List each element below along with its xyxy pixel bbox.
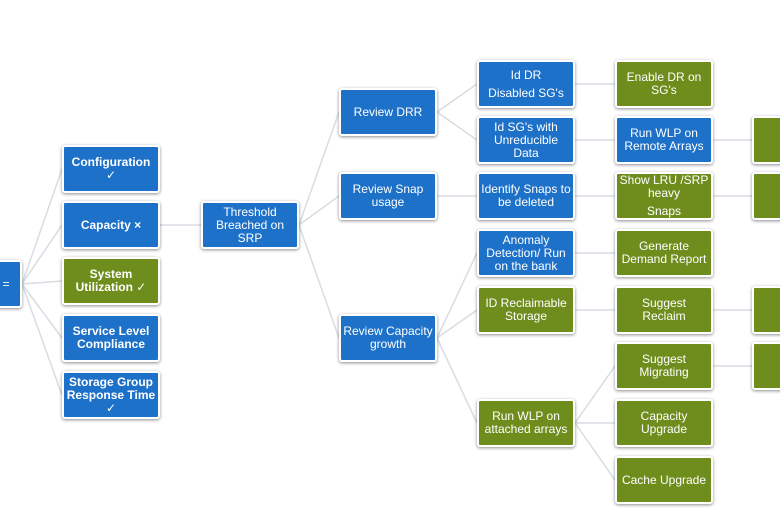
node-configuration[interactable]: Configuration✓ (62, 145, 160, 193)
connector-review-drr-to-id-dr-disabled (436, 83, 478, 113)
node-label: Service Level (72, 324, 150, 338)
node-review-drr[interactable]: Review DRR (339, 88, 437, 136)
node-label: Suggest (641, 296, 687, 310)
node-capacity[interactable]: Capacity × (62, 201, 160, 249)
connector-root-to-configuration (21, 168, 63, 285)
node-label: Snaps (646, 204, 682, 218)
node-label: Generate (638, 239, 690, 253)
node-id-dr-disabled[interactable]: Id DR Disabled SG's (477, 60, 575, 108)
node-label: usage (371, 195, 405, 209)
connector-root-to-system-utilization (21, 280, 63, 285)
node-partial-migrating[interactable]: SM (752, 342, 780, 390)
node-label: Anomaly (502, 232, 550, 247)
node-label: Reclaim (642, 309, 686, 323)
node-label: Run WLP on (630, 126, 698, 140)
node-label: Id SG's with (494, 119, 558, 134)
node-label: attached arrays (484, 422, 568, 436)
node-label: Review Snap (352, 182, 424, 196)
node-partial-reclaim[interactable]: A (752, 286, 780, 334)
node-label: growth (369, 337, 407, 351)
node-label: be deleted (497, 195, 555, 209)
connector-review-capacity-growth-to-anomaly-detection (436, 252, 478, 339)
node-label: ✓ (105, 400, 117, 415)
node-label: System (89, 267, 133, 281)
node-label: Suggest (641, 352, 687, 366)
node-label: Storage Group (68, 374, 153, 389)
connector-threshold-breached-to-review-drr (298, 111, 340, 226)
node-cache-upgrade[interactable]: Cache Upgrade (615, 456, 713, 504)
node-label: Unreducible (493, 132, 559, 147)
node-label: ✓ (105, 168, 117, 182)
node-label: Enable DR on (626, 70, 702, 84)
node-label: Migrating (639, 365, 689, 379)
node-label: Disabled SG's (488, 85, 564, 100)
node-label: Show LRU /SRP (619, 173, 709, 187)
connector-run-wlp-attached-to-suggest-migrating (574, 365, 616, 424)
node-label: heavy (647, 186, 681, 200)
node-label: Response Time (66, 387, 156, 402)
node-label: on the bank (494, 258, 558, 273)
node-label: Detection/ Run (486, 245, 566, 260)
node-label: Demand Report (621, 252, 707, 266)
node-label: Review DRR (353, 104, 423, 119)
node-label: Capacity × (80, 217, 142, 232)
node-label: Utilization ✓ (75, 280, 147, 294)
node-partial-snaps[interactable]: ASn (752, 172, 780, 220)
node-partial-remote[interactable]: N (752, 116, 780, 164)
connector-threshold-breached-to-review-snap-usage (298, 195, 340, 226)
connector-review-drr-to-id-sgs-unreducible (436, 111, 478, 141)
node-label: Data (513, 145, 539, 160)
node-label: Identify Snaps to (481, 182, 571, 196)
connector-root-to-capacity (21, 224, 63, 285)
node-label: Upgrade (640, 422, 688, 436)
connector-run-wlp-attached-to-cache-upgrade (574, 422, 616, 481)
node-label: Cache Upgrade (621, 472, 707, 487)
node-label: Threshold (223, 204, 277, 219)
connector-root-to-storage-group-response-time (21, 283, 63, 396)
connector-threshold-breached-to-review-capacity-growth (298, 224, 340, 339)
connector-review-capacity-growth-to-id-reclaimable-storage (436, 309, 478, 339)
node-label: Configuration (71, 155, 151, 169)
node-label: Id DR (510, 67, 542, 82)
node-label: SG's (651, 83, 677, 97)
node-label: Compliance (76, 337, 145, 351)
node-root[interactable]: e = (0, 260, 22, 308)
node-label: Review Capacity (343, 324, 433, 338)
node-label: Capacity (640, 409, 688, 423)
node-label: e = (0, 276, 10, 291)
node-label: Run WLP on (492, 409, 560, 423)
node-label: ID Reclaimable (485, 296, 567, 310)
node-label: Remote Arrays (624, 139, 704, 153)
node-label: SRP (237, 230, 263, 245)
node-label: Storage (504, 309, 548, 323)
connector-review-capacity-growth-to-run-wlp-attached (436, 337, 478, 424)
connector-root-to-service-level-compliance (21, 283, 63, 339)
node-label: Breached on (215, 217, 285, 232)
